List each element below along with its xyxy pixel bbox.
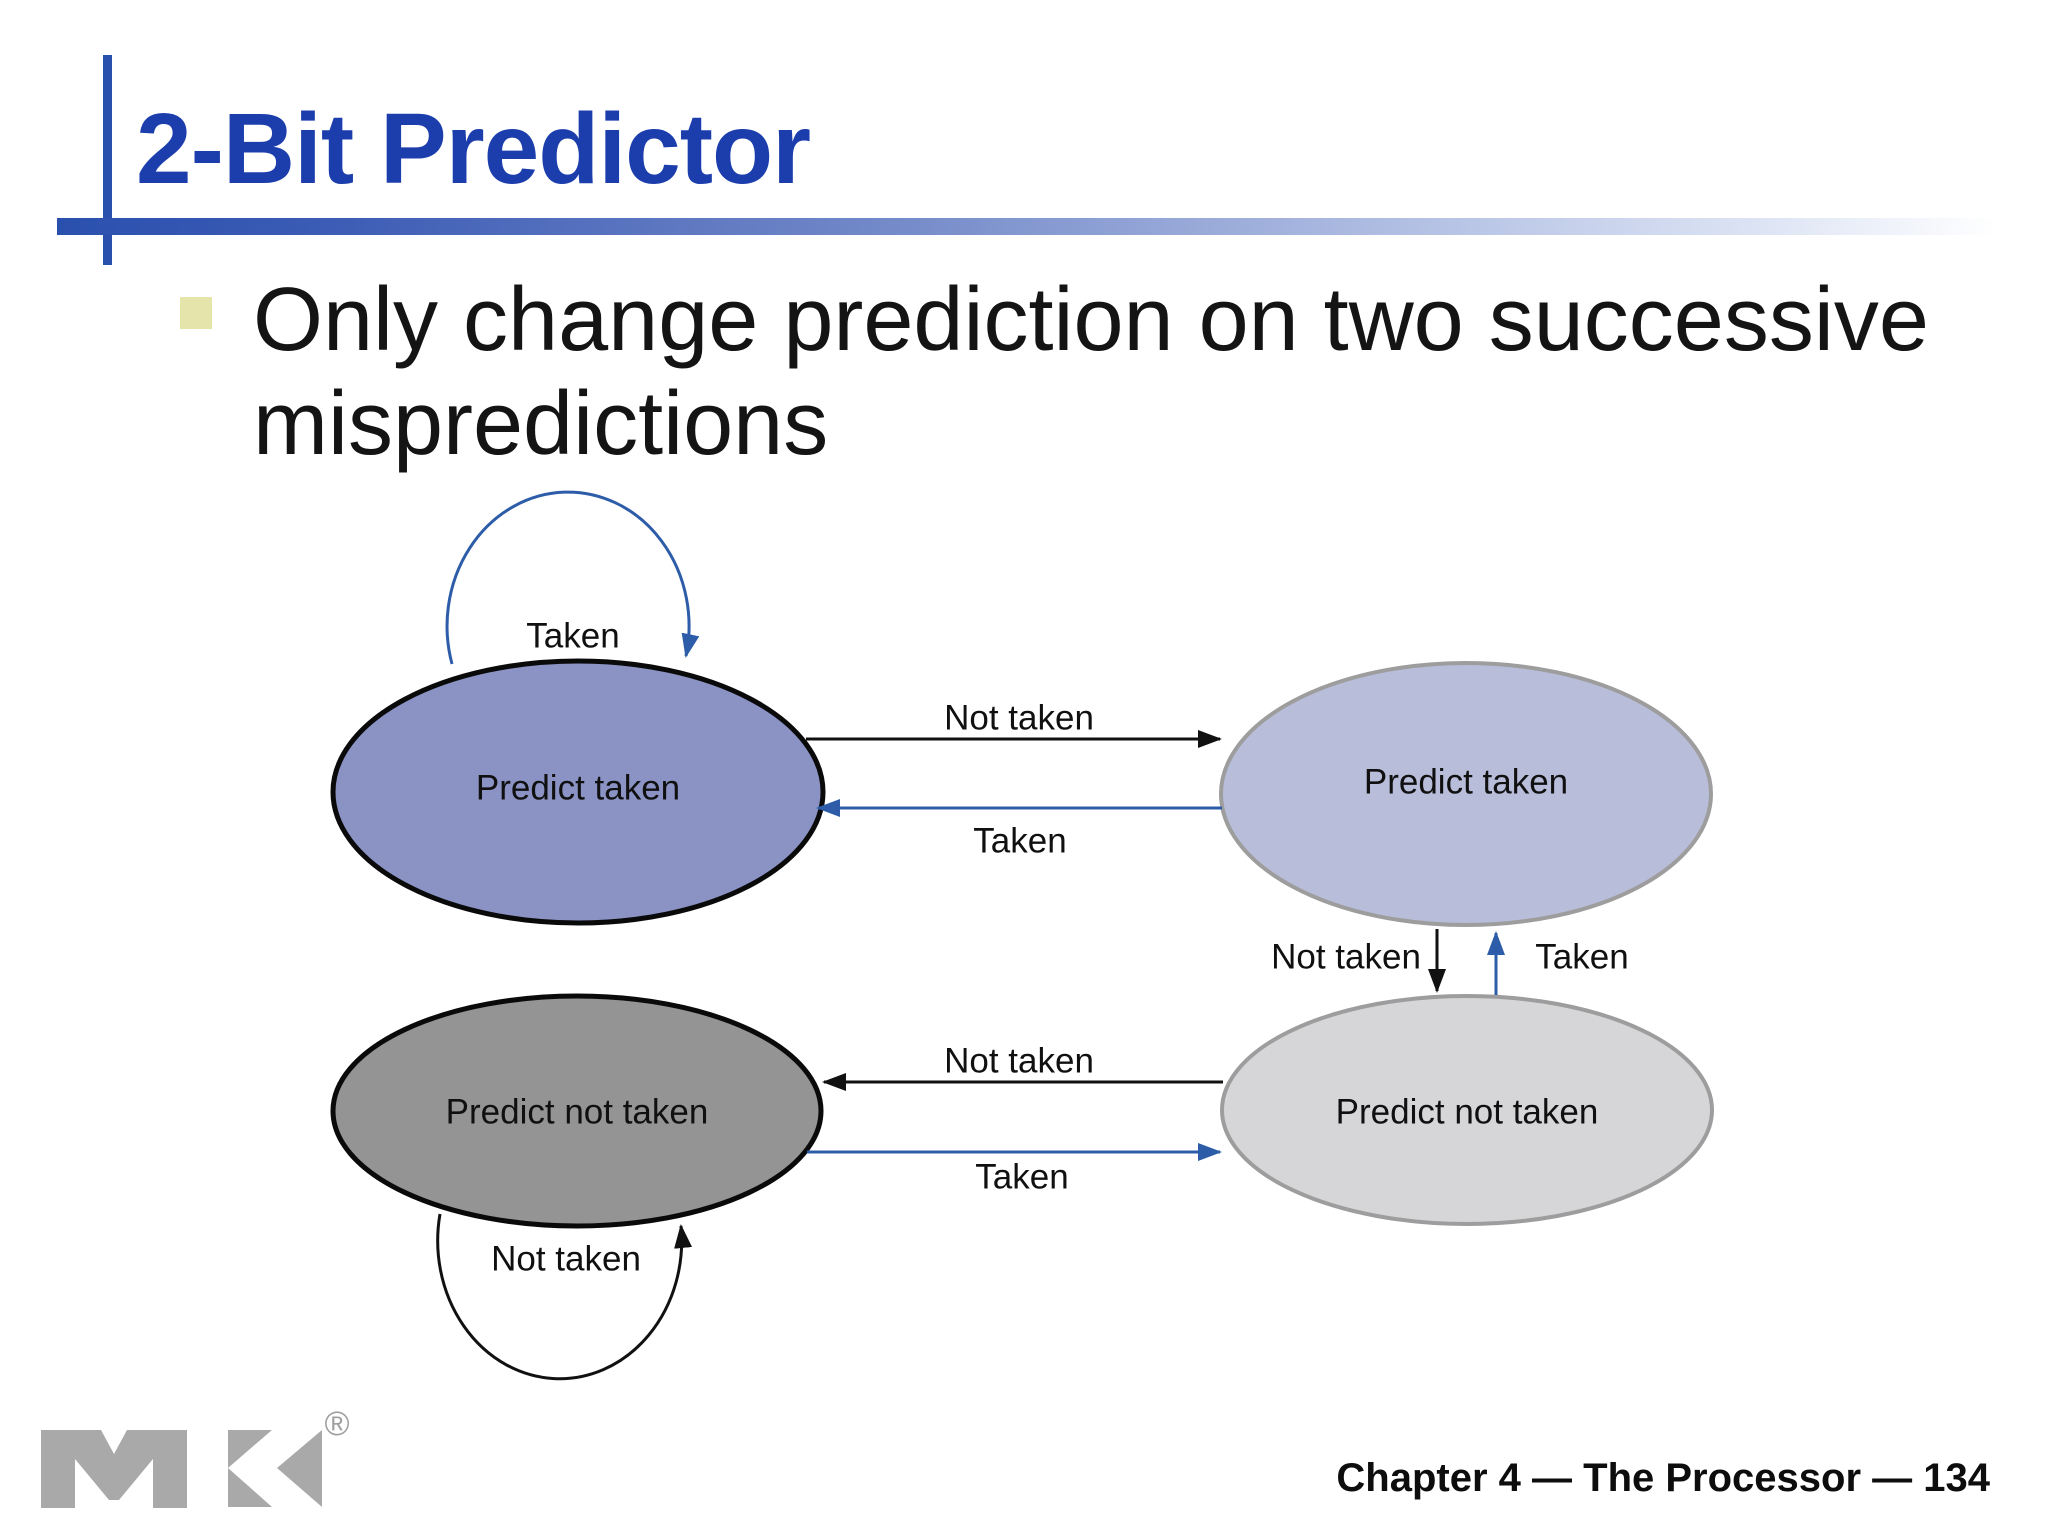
page-title: 2-Bit Predictor: [136, 93, 811, 205]
bullet-square-icon: [180, 297, 212, 329]
logo-k-left-arrow-triangle: [277, 1430, 322, 1507]
edge-label-bottom-not-taken: Not taken: [944, 1042, 1094, 1081]
state-strong-predict-not-taken: [330, 993, 824, 1229]
footer-chapter-page: Chapter 4 — The Processor — 134: [1336, 1456, 1990, 1500]
logo-m-shape: [41, 1430, 187, 1508]
title-horizontal-rule: [57, 218, 1997, 235]
edge-label-right-not-taken: Not taken: [1271, 938, 1421, 977]
publisher-logo: ®: [41, 1408, 350, 1508]
registered-trademark-icon: ®: [324, 1408, 349, 1443]
state-label-top-left: Predict taken: [476, 769, 680, 808]
edge-label-bottom-taken: Taken: [975, 1158, 1068, 1197]
logo-k-top-triangle: [228, 1430, 272, 1468]
edge-label-top-not-taken: Not taken: [944, 699, 1094, 738]
edge-self-loop-taken: [445, 490, 700, 665]
state-strong-predict-taken: [330, 658, 826, 926]
bullet-text: Only change prediction on two successive…: [253, 270, 1929, 474]
edge-label-self-not-taken: Not taken: [491, 1240, 641, 1279]
state-label-bottom-right: Predict not taken: [1336, 1093, 1599, 1132]
edge-label-right-taken: Taken: [1535, 938, 1628, 977]
edge-label-self-taken: Taken: [526, 617, 619, 656]
state-weak-predict-not-taken: [1220, 994, 1714, 1226]
edge-label-top-taken: Taken: [973, 822, 1066, 861]
state-label-top-right: Predict taken: [1364, 763, 1568, 802]
title-vertical-rule: [103, 55, 112, 265]
logo-k-bottom-triangle: [228, 1468, 272, 1507]
edge-self-loop-not-taken: [436, 1213, 693, 1381]
state-label-bottom-left: Predict not taken: [446, 1093, 709, 1132]
state-weak-predict-taken: [1219, 661, 1713, 927]
